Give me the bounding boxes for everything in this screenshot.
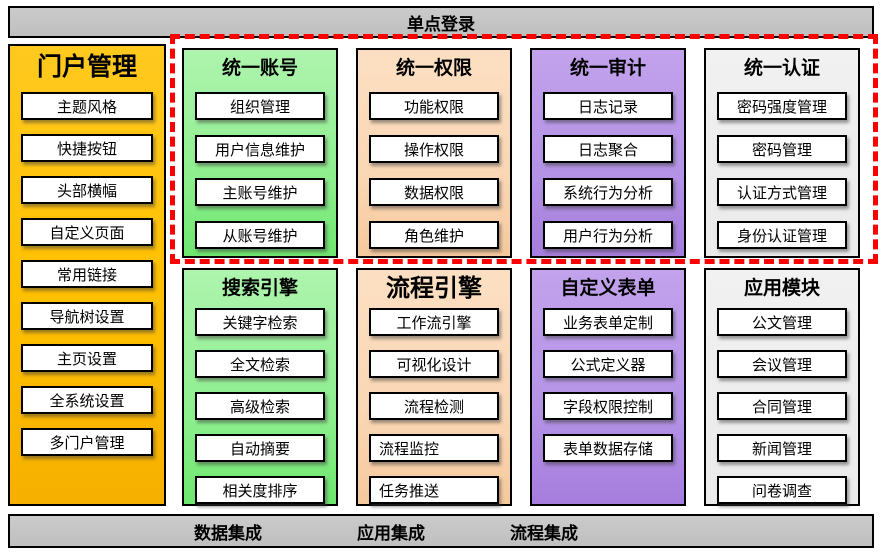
column-title-auth: 统一认证 <box>743 58 820 79</box>
portal-box-6: 主页设置 <box>21 344 153 372</box>
module-box-app-1: 会议管理 <box>717 350 847 378</box>
module-box-auth-1: 密码管理 <box>717 135 847 163</box>
module-box-permission-3: 角色维护 <box>369 221 499 249</box>
top-column-row: 统一账号组织管理用户信息维护主账号维护从账号维护统一权限功能权限操作权限数据权限… <box>182 48 860 258</box>
module-box-app-3: 新闻管理 <box>717 434 847 462</box>
module-box-auth-2: 认证方式管理 <box>717 178 847 206</box>
module-box-auth-3: 身份认证管理 <box>717 221 847 249</box>
portal-column-title: 门户管理 <box>36 53 137 81</box>
column-title-app: 应用模块 <box>743 278 820 299</box>
module-box-process-2: 流程检测 <box>369 392 499 420</box>
column-process: 流程引擎工作流引擎可视化设计流程检测流程监控任务推送 <box>356 268 512 506</box>
column-title-audit: 统一审计 <box>569 58 646 79</box>
module-box-auth-0: 密码强度管理 <box>717 92 847 120</box>
module-box-app-2: 合同管理 <box>717 392 847 420</box>
column-app: 应用模块公文管理会议管理合同管理新闻管理问卷调查 <box>704 268 860 506</box>
column-title-process: 流程引擎 <box>386 275 482 302</box>
column-title-permission: 统一权限 <box>395 58 472 79</box>
module-box-search-3: 自动摘要 <box>195 434 325 462</box>
module-box-form-0: 业务表单定制 <box>543 308 673 336</box>
module-box-search-1: 全文检索 <box>195 350 325 378</box>
module-box-process-4: 任务推送 <box>369 476 499 504</box>
module-box-audit-1: 日志聚合 <box>543 135 673 163</box>
module-box-account-3: 从账号维护 <box>195 221 325 249</box>
bottom-column-row: 搜索引擎关键字检索全文检索高级检索自动摘要相关度排序流程引擎工作流引擎可视化设计… <box>182 268 860 506</box>
integration-label-1: 应用集成 <box>357 523 425 543</box>
module-box-account-2: 主账号维护 <box>195 178 325 206</box>
sso-bar-label: 单点登录 <box>407 14 475 34</box>
portal-box-7: 全系统设置 <box>21 386 153 414</box>
module-box-form-3: 表单数据存储 <box>543 434 673 462</box>
module-box-process-3: 流程监控 <box>369 434 499 462</box>
module-box-audit-2: 系统行为分析 <box>543 178 673 206</box>
portal-box-2: 头部横幅 <box>21 176 153 204</box>
column-form: 自定义表单业务表单定制公式定义器字段权限控制表单数据存储 <box>530 268 686 506</box>
integration-bar: 数据集成 应用集成 流程集成 <box>8 514 874 548</box>
module-box-account-1: 用户信息维护 <box>195 135 325 163</box>
column-portal-management: 门户管理 主题风格快捷按钮头部横幅自定义页面常用链接导航树设置主页设置全系统设置… <box>8 44 166 506</box>
sso-bar: 单点登录 <box>8 6 874 38</box>
column-title-search: 搜索引擎 <box>221 278 298 299</box>
box-list-account: 组织管理用户信息维护主账号维护从账号维护 <box>184 84 336 249</box>
portal-box-1: 快捷按钮 <box>21 134 153 162</box>
portal-box-8: 多门户管理 <box>21 428 153 456</box>
portal-box-3: 自定义页面 <box>21 218 153 246</box>
box-list-form: 业务表单定制公式定义器字段权限控制表单数据存储 <box>532 304 684 462</box>
portal-box-4: 常用链接 <box>21 260 153 288</box>
column-permission: 统一权限功能权限操作权限数据权限角色维护 <box>356 48 512 258</box>
column-audit: 统一审计日志记录日志聚合系统行为分析用户行为分析 <box>530 48 686 258</box>
column-title-form: 自定义表单 <box>560 278 656 299</box>
box-list-search: 关键字检索全文检索高级检索自动摘要相关度排序 <box>184 304 336 504</box>
module-box-permission-1: 操作权限 <box>369 135 499 163</box>
module-box-permission-0: 功能权限 <box>369 92 499 120</box>
column-search: 搜索引擎关键字检索全文检索高级检索自动摘要相关度排序 <box>182 268 338 506</box>
module-box-app-4: 问卷调查 <box>717 476 847 504</box>
portal-box-0: 主题风格 <box>21 92 153 120</box>
box-list-permission: 功能权限操作权限数据权限角色维护 <box>358 84 510 249</box>
module-box-process-0: 工作流引擎 <box>369 308 499 336</box>
module-box-form-1: 公式定义器 <box>543 350 673 378</box>
column-auth: 统一认证密码强度管理密码管理认证方式管理身份认证管理 <box>704 48 860 258</box>
box-list-audit: 日志记录日志聚合系统行为分析用户行为分析 <box>532 84 684 249</box>
integration-label-2: 流程集成 <box>510 523 578 543</box>
column-account: 统一账号组织管理用户信息维护主账号维护从账号维护 <box>182 48 338 258</box>
portal-box-list: 主题风格快捷按钮头部横幅自定义页面常用链接导航树设置主页设置全系统设置多门户管理 <box>10 82 164 456</box>
module-box-account-0: 组织管理 <box>195 92 325 120</box>
box-list-process: 工作流引擎可视化设计流程检测流程监控任务推送 <box>358 304 510 504</box>
box-list-app: 公文管理会议管理合同管理新闻管理问卷调查 <box>706 304 858 504</box>
column-title-account: 统一账号 <box>221 58 298 79</box>
portal-box-5: 导航树设置 <box>21 302 153 330</box>
module-box-process-1: 可视化设计 <box>369 350 499 378</box>
integration-label-0: 数据集成 <box>194 523 262 543</box>
module-box-app-0: 公文管理 <box>717 308 847 336</box>
module-box-search-4: 相关度排序 <box>195 476 325 504</box>
box-list-auth: 密码强度管理密码管理认证方式管理身份认证管理 <box>706 84 858 249</box>
module-box-permission-2: 数据权限 <box>369 178 499 206</box>
module-box-search-0: 关键字检索 <box>195 308 325 336</box>
module-box-audit-0: 日志记录 <box>543 92 673 120</box>
module-box-search-2: 高级检索 <box>195 392 325 420</box>
module-box-form-2: 字段权限控制 <box>543 392 673 420</box>
module-box-audit-3: 用户行为分析 <box>543 221 673 249</box>
